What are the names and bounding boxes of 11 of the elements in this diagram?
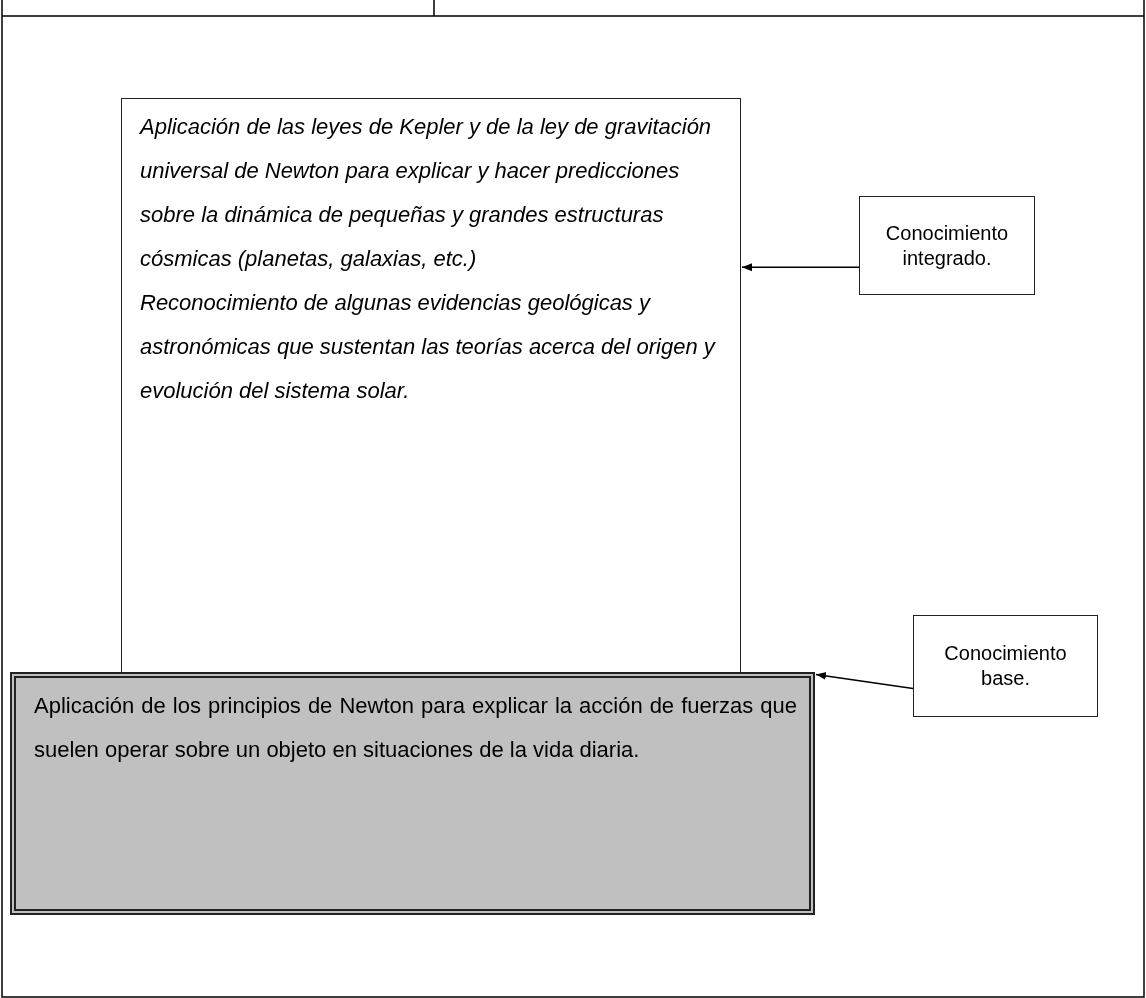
text-box: [10, 672, 815, 915]
arrow: [741, 263, 860, 272]
box-text: Conocimiento base.: [943, 641, 1068, 691]
label-box: [859, 196, 1035, 295]
box-text: Reconocimiento de algunas evidencias geológicas y astronómicas que sustentan las teorías acerca del origen y evolución del sistema solar.: [140, 289, 717, 405]
label-box: [913, 615, 1098, 717]
box-text: Aplicación de las leyes de Kepler y de la ley de gravitación universal de Newton para explicar y hacer predicciones sobre la dinámica de pequeñas y grandes estructuras cósmicas (planetas, galaxias, etc.): [140, 113, 713, 273]
box-text: Aplicación de los principios de Newton para explicar la acción de fuerzas que suelen operar sobre un objeto en situaciones de la vida diaria.: [34, 692, 797, 764]
arrow: [815, 671, 914, 690]
box-text: Conocimiento integrado.: [884, 220, 1010, 271]
text-box: [121, 98, 741, 674]
